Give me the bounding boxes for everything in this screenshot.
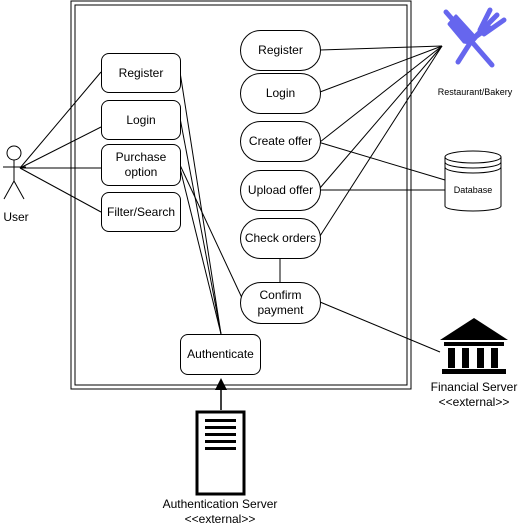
system-boundary-outer	[70, 0, 412, 390]
database-associations	[317, 141, 446, 191]
system-boundary-inner	[74, 4, 408, 386]
financial-server-label: Financial Server	[430, 380, 518, 394]
use-case-user-register[interactable]: Register	[101, 53, 181, 93]
financial-stereotype-label: <<external>>	[438, 395, 510, 409]
use-case-authenticate[interactable]: Authenticate	[180, 334, 261, 375]
user-associations	[19, 71, 102, 213]
use-case-user-login[interactable]: Login	[101, 100, 181, 140]
use-case-check-orders[interactable]: Check orders	[240, 218, 321, 259]
use-case-restaurant-login[interactable]: Login	[240, 73, 321, 114]
use-case-confirm-payment[interactable]: Confirm payment	[240, 282, 321, 324]
database-label: Database	[453, 185, 493, 195]
use-case-create-offer[interactable]: Create offer	[240, 121, 321, 162]
use-case-purchase-option[interactable]: Purchase option	[101, 144, 181, 186]
restaurant-label: Restaurant/Bakery	[437, 87, 513, 97]
user-actor-icon	[3, 145, 26, 200]
purchase-confirm-association	[179, 164, 243, 299]
bank-icon	[440, 318, 508, 374]
user-label: User	[3, 210, 29, 224]
server-icon	[195, 410, 246, 496]
restaurant-associations	[319, 45, 443, 237]
use-case-restaurant-register[interactable]: Register	[240, 30, 321, 71]
financial-association	[319, 301, 441, 353]
authenticate-associations	[179, 71, 222, 335]
use-case-filter-search[interactable]: Filter/Search	[101, 192, 181, 232]
fork-knife-icon	[443, 7, 507, 68]
auth-stereotype-label: <<external>>	[184, 512, 256, 526]
auth-server-label: Authentication Server	[162, 497, 278, 511]
use-case-upload-offer[interactable]: Upload offer	[240, 170, 321, 211]
database-icon	[444, 150, 502, 212]
